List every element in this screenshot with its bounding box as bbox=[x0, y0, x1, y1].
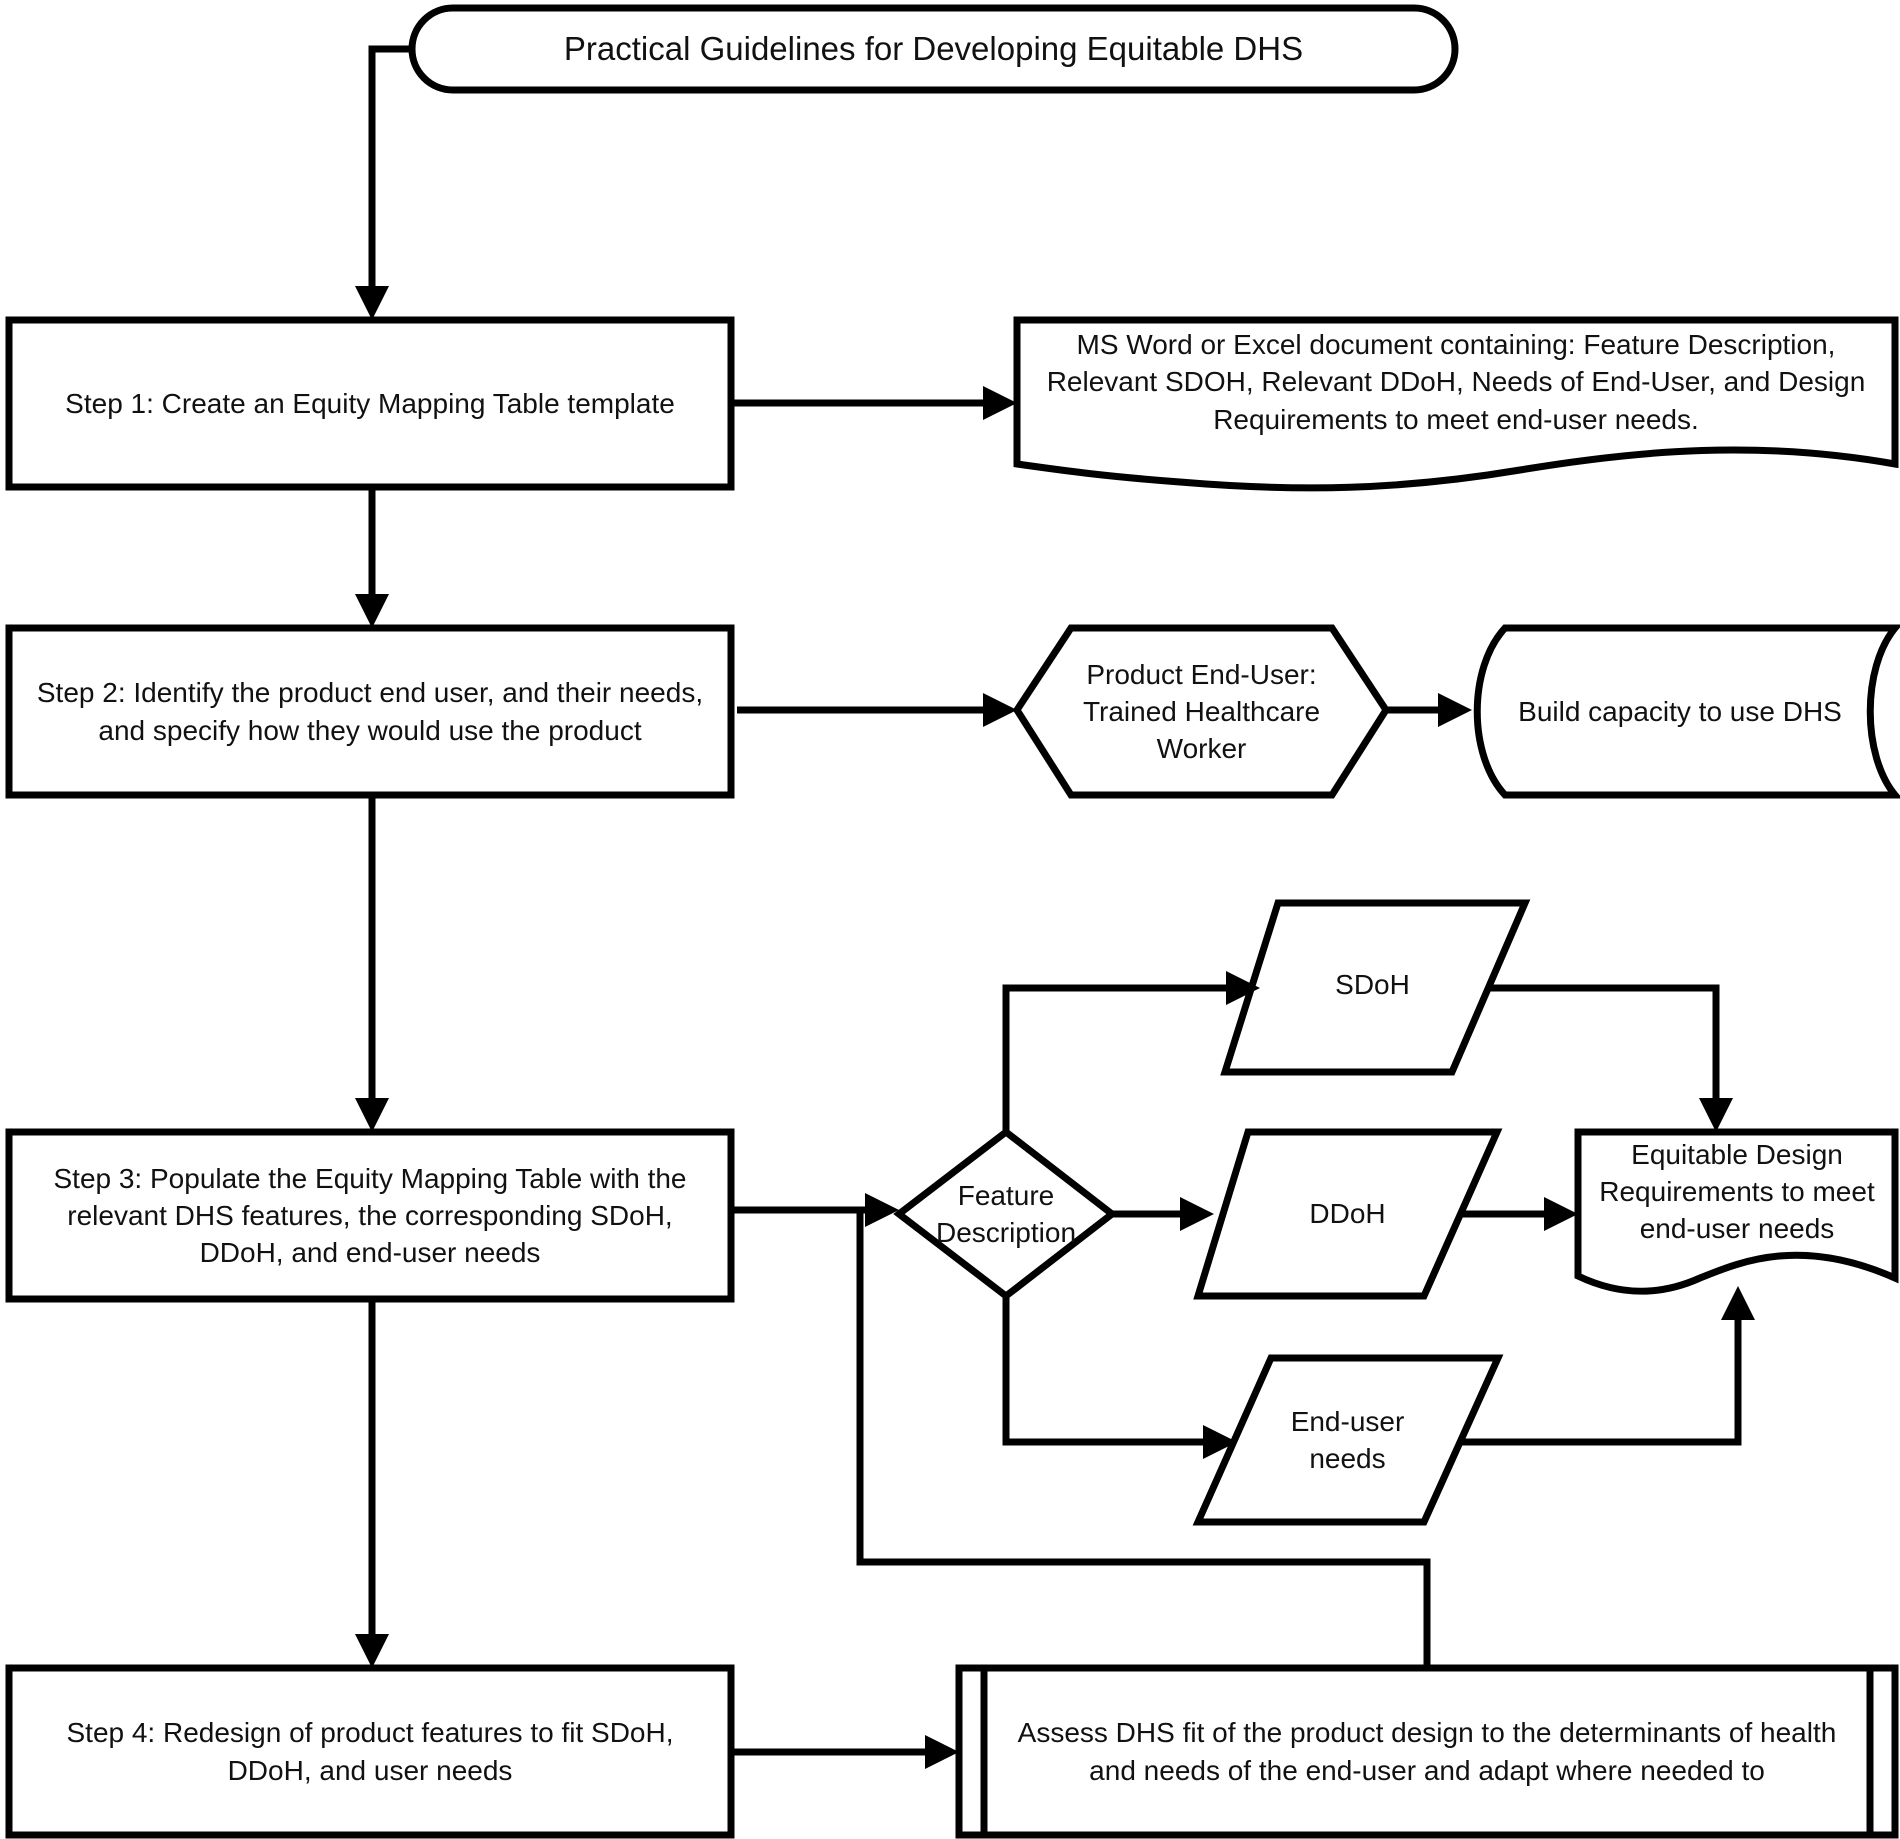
feature-description-label: Feature Description bbox=[935, 1179, 1077, 1248]
arrowhead-step1 bbox=[355, 286, 389, 320]
step2-box bbox=[5, 624, 735, 799]
arrowhead-capacity bbox=[1438, 693, 1472, 727]
arrowhead-diamond bbox=[865, 1193, 899, 1227]
connector-diamond-to-end-user-needs bbox=[1002, 1296, 1207, 1446]
assess-fit-label: Assess DHS fit of the product design to … bbox=[1017, 1717, 1837, 1786]
end-user-needs-parallelogram bbox=[1192, 1354, 1504, 1526]
connector-end-user-needs-to-design bbox=[1461, 1316, 1742, 1446]
arrowhead-template bbox=[983, 386, 1017, 420]
connector-sdoh-to-design bbox=[1490, 984, 1720, 1102]
arrowhead-design-top bbox=[1699, 1098, 1733, 1132]
template-document-label: MS Word or Excel document containing: Fe… bbox=[1046, 329, 1866, 435]
arrowhead-assess bbox=[925, 1735, 959, 1769]
step4-box bbox=[5, 1664, 735, 1839]
step3-label: Step 3: Populate the Equity Mapping Tabl… bbox=[53, 1162, 687, 1269]
arrowhead-step4 bbox=[355, 1634, 389, 1668]
step4-label: Step 4: Redesign of product features to … bbox=[66, 1717, 674, 1786]
ddoh-label: DDoH bbox=[1309, 1198, 1386, 1230]
arrowhead-step2 bbox=[355, 594, 389, 628]
connector-title-to-step1 bbox=[368, 45, 412, 290]
arrowhead-design-bottom bbox=[1721, 1286, 1755, 1320]
step1-box bbox=[5, 316, 735, 491]
step3-box bbox=[5, 1128, 735, 1303]
build-capacity-shape bbox=[1473, 624, 1900, 799]
equitable-design-label: Equitable Design Requirements to meet en… bbox=[1599, 1138, 1875, 1245]
connector-diamond-to-sdoh bbox=[1002, 984, 1230, 1132]
step2-label: Step 2: Identify the product end user, a… bbox=[36, 677, 704, 746]
ddoh-parallelogram bbox=[1193, 1128, 1503, 1300]
step1-label: Step 1: Create an Equity Mapping Table t… bbox=[65, 387, 675, 419]
arrowhead-ddoh bbox=[1180, 1197, 1214, 1231]
arrowhead-sdoh bbox=[1226, 971, 1260, 1005]
end-user-needs-label: End-user needs bbox=[1290, 1405, 1405, 1474]
equitable-design-document-shape bbox=[1574, 1128, 1899, 1295]
sdoh-label: SDoH bbox=[1335, 969, 1410, 1001]
arrowhead-end-user bbox=[983, 693, 1017, 727]
end-user-label: Product End-User: Trained Healthcare Wor… bbox=[1082, 658, 1321, 765]
arrowhead-design-left bbox=[1544, 1197, 1578, 1231]
arrowhead-step3 bbox=[355, 1098, 389, 1132]
diagram-title: Practical Guidelines for Developing Equi… bbox=[563, 30, 1304, 68]
sdoh-parallelogram bbox=[1220, 899, 1531, 1076]
template-document-shape bbox=[1013, 316, 1899, 492]
arrowhead-end-user-needs bbox=[1203, 1425, 1237, 1459]
connector-assess-feedback-loop bbox=[856, 1210, 1431, 1668]
build-capacity-label: Build capacity to use DHS bbox=[1518, 695, 1842, 727]
